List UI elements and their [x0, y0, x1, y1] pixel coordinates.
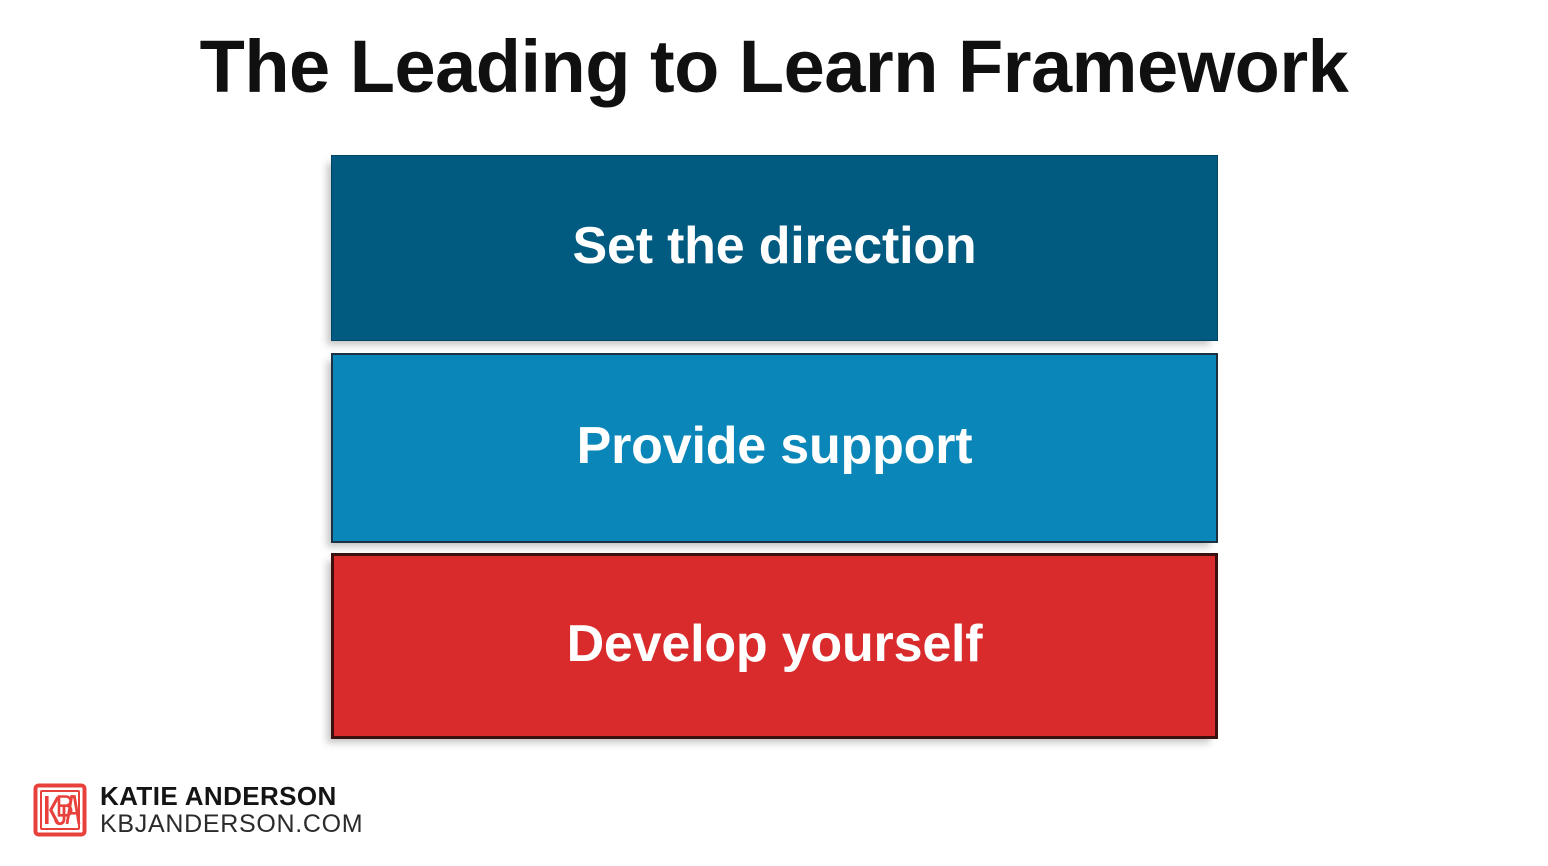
framework-band-provide-support[interactable]: Provide support: [331, 353, 1218, 543]
framework-band-set-the-direction[interactable]: Set the direction: [331, 155, 1218, 341]
framework-band-label: Set the direction: [572, 217, 977, 276]
framework-band-label: Provide support: [576, 417, 973, 476]
framework-band-develop-yourself[interactable]: Develop yourself: [331, 553, 1218, 739]
brand-name: KATIE ANDERSON: [100, 781, 337, 811]
framework-stack: Set the direction Provide support Develo…: [331, 155, 1218, 739]
framework-band-label: Develop yourself: [566, 615, 983, 674]
brand-logo: KATIE ANDERSON KBJANDERSON.COM: [33, 783, 363, 837]
brand-website: KBJANDERSON.COM: [100, 810, 364, 838]
page-title: The Leading to Learn Framework: [199, 25, 1349, 108]
brand-wordmark: KATIE ANDERSON KBJANDERSON.COM: [100, 783, 363, 837]
kbja-monogram-icon: [33, 783, 87, 837]
